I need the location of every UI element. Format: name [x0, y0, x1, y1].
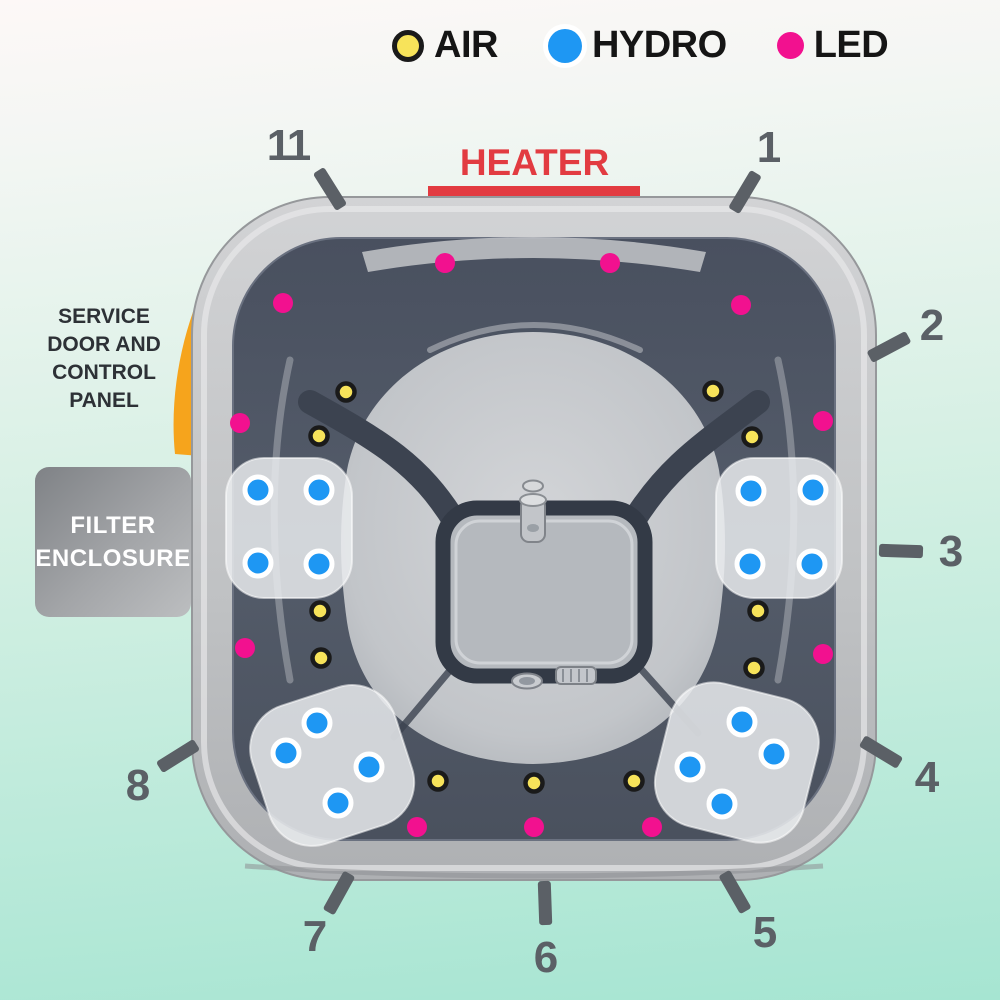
led-jet-icon — [776, 32, 804, 59]
heater-bar — [428, 186, 640, 199]
legend-label-hydro: HYDRO — [591, 24, 727, 66]
hydro-jet-dot — [734, 548, 766, 580]
position-number-4: 4 — [914, 753, 940, 802]
hydro-jet-dot — [242, 547, 274, 579]
led-jet-dot — [235, 638, 255, 658]
led-jet-dot — [642, 817, 662, 837]
hydro-jet-dot — [674, 751, 706, 783]
legend-label-air: AIR — [434, 24, 498, 66]
hydro-jet-dot — [301, 707, 333, 739]
position-number-3: 3 — [938, 527, 964, 576]
led-jet-dot — [731, 295, 751, 315]
legend-item-led: LED — [776, 24, 889, 67]
legend: AIR HYDRO LED — [392, 24, 889, 67]
air-jet-dot — [747, 600, 769, 622]
hydro-jet-dot — [726, 706, 758, 738]
position-number-1: 1 — [756, 123, 782, 172]
led-jet-dot — [813, 644, 833, 664]
hydro-jet-dot — [706, 788, 738, 820]
legend-item-hydro: HYDRO — [547, 24, 727, 67]
led-jet-dot — [435, 253, 455, 273]
position-tick-6 — [537, 880, 553, 926]
position-number-7: 7 — [302, 912, 328, 961]
air-jet-dot — [310, 647, 332, 669]
air-jet-dot — [743, 657, 765, 679]
air-jet-dot — [623, 770, 645, 792]
hydro-jet-dot — [735, 475, 767, 507]
legend-item-air: AIR — [392, 24, 498, 67]
hydro-jet-icon — [547, 28, 582, 63]
position-number-11: 11 — [266, 121, 311, 170]
led-jet-dot — [524, 817, 544, 837]
led-jet-dot — [813, 411, 833, 431]
hydro-jet-dot — [303, 474, 335, 506]
hydro-jet-dot — [270, 737, 302, 769]
led-jet-dot — [273, 293, 293, 313]
hydro-jet-dot — [303, 548, 335, 580]
position-tick-3 — [878, 543, 924, 559]
position-number-8: 8 — [125, 761, 151, 810]
air-jet-dot — [741, 426, 763, 448]
hydro-jet-dot — [796, 548, 828, 580]
air-jet-icon — [392, 29, 424, 62]
led-jet-dot — [230, 413, 250, 433]
air-jet-dot — [427, 770, 449, 792]
air-jet-dot — [309, 600, 331, 622]
air-jet-dot — [335, 381, 357, 403]
led-jet-dot — [407, 817, 427, 837]
hydro-jet-dot — [758, 738, 790, 770]
hydro-jet-dot — [242, 474, 274, 506]
hydro-jet-dot — [353, 751, 385, 783]
jets-layer — [230, 253, 833, 837]
led-jet-dot — [600, 253, 620, 273]
legend-label-led: LED — [813, 24, 889, 66]
hydro-jet-dot — [797, 474, 829, 506]
air-jet-dot — [523, 772, 545, 794]
position-number-2: 2 — [919, 301, 945, 350]
heater-label: HEATER — [459, 142, 610, 183]
hydro-jet-dot — [322, 787, 354, 819]
position-number-6: 6 — [533, 933, 559, 982]
air-jet-dot — [308, 425, 330, 447]
air-jet-dot — [702, 380, 724, 402]
position-number-5: 5 — [752, 908, 778, 957]
